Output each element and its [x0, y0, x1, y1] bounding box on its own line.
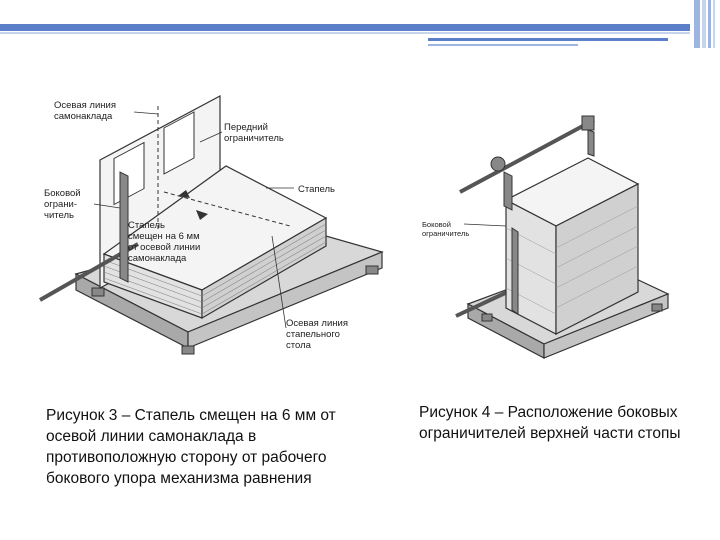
- table-foot: [481, 313, 493, 322]
- front-stop-hanger: [587, 129, 595, 157]
- header-corner-bar: [694, 0, 700, 48]
- base-table-side: [543, 293, 669, 359]
- table-foot: [181, 345, 195, 355]
- figure-4-caption: Рисунок 4 – Расположение боковых огранич…: [419, 404, 681, 442]
- pile-side: [201, 216, 327, 320]
- header-sub-stripe-light: [428, 44, 578, 46]
- label-side-stop: Боковой ограни- читель: [44, 188, 81, 221]
- label-pile: Стапель: [298, 184, 335, 195]
- offset-arrow: [196, 210, 208, 220]
- header-corner-bar: [702, 0, 706, 48]
- side-stop-upper: [503, 171, 513, 211]
- header-sub-stripe: [428, 38, 668, 41]
- top-rod: [459, 118, 595, 194]
- rod-clamp: [581, 115, 595, 131]
- figure-3-pile-offset-diagram: Осевая линия самонаклада Передний ограни…: [36, 92, 386, 374]
- leader-line: [463, 223, 507, 227]
- label-table-axis: Осевая линия стапельного стола: [286, 318, 348, 351]
- header-stripe-light: [0, 32, 690, 34]
- feeder-window: [163, 111, 195, 175]
- figure-3-drawing: [39, 95, 384, 355]
- offset-arrow: [178, 190, 190, 198]
- figure-3-caption: Рисунок 3 – Стапель смещен на 6 мм от ос…: [46, 407, 336, 487]
- table-foot: [365, 265, 379, 275]
- pile-sheet-lines: [103, 223, 327, 315]
- header-corner-bar: [708, 0, 711, 48]
- figure-4-drawing: [455, 115, 670, 359]
- label-side-stop-4: Боковой ограничитель: [422, 220, 470, 238]
- header-stripe: [0, 24, 690, 31]
- side-stop-bracket: [119, 171, 129, 283]
- pile-side: [555, 183, 639, 335]
- table-foot: [91, 287, 105, 297]
- label-feeder-axis: Осевая линия самонаклада: [54, 100, 116, 122]
- leader-lines: [93, 111, 294, 329]
- rod-clamp: [490, 156, 506, 172]
- table-side: [187, 251, 383, 349]
- label-front-stop: Передний ограничитель: [224, 122, 284, 144]
- side-stop-vertical: [511, 227, 519, 315]
- table-foot: [651, 303, 663, 312]
- header-corner-bar: [713, 0, 715, 48]
- pile-axis-line: [163, 191, 291, 227]
- figure-4-side-stops-diagram: Боковой ограничитель: [416, 108, 678, 370]
- label-pile-offset: Стапель смещен на 6 мм от осевой линии с…: [128, 220, 201, 264]
